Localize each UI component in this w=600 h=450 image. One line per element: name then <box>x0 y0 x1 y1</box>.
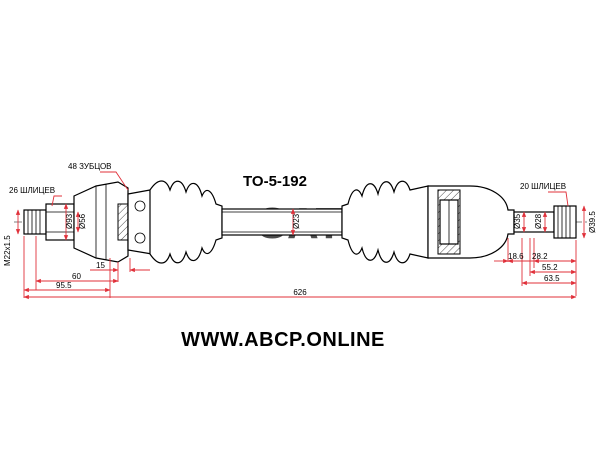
dim-d23: Ø23 <box>292 213 301 229</box>
dim-d39-5: Ø39.5 <box>588 211 597 233</box>
inner-splines-label: 20 ШЛИЦЕВ <box>520 182 566 191</box>
dim-d35: Ø35 <box>513 213 522 229</box>
thread-label: M22x1.5 <box>3 235 12 266</box>
outer-splined-shaft <box>45 203 75 241</box>
threaded-stub <box>23 209 47 235</box>
outer-cv-joint <box>23 181 153 263</box>
inner-cv-joint <box>427 185 577 259</box>
inner-boot <box>341 180 429 264</box>
dim-d93: Ø93 <box>65 213 74 229</box>
dim-626: 626 <box>293 288 307 297</box>
dim-d28: Ø28 <box>534 213 543 229</box>
outer-boot <box>149 180 223 264</box>
dim-28-2: 28.2 <box>532 252 548 261</box>
dim-63-5: 63.5 <box>544 274 560 283</box>
dim-18-6: 18.6 <box>508 252 524 261</box>
outer-splines-label: 26 ШЛИЦЕВ <box>9 186 55 195</box>
dim-60: 60 <box>72 272 81 281</box>
abs-ring <box>117 203 129 241</box>
teeth-label: 48 ЗУБЦОВ <box>68 162 112 171</box>
outer-housing <box>73 181 129 263</box>
dim-55-2: 55.2 <box>542 263 558 272</box>
dimension-lines <box>15 171 587 300</box>
shaft <box>221 208 343 236</box>
website-url: WWW.ABCP.ONLINE <box>181 329 385 351</box>
dim-d56: Ø56 <box>78 213 87 229</box>
dim-95-5: 95.5 <box>56 281 72 290</box>
inner-splined-end <box>553 205 577 239</box>
dim-15: 15 <box>96 261 105 270</box>
part-number-title: TO-5-192 <box>243 173 307 190</box>
